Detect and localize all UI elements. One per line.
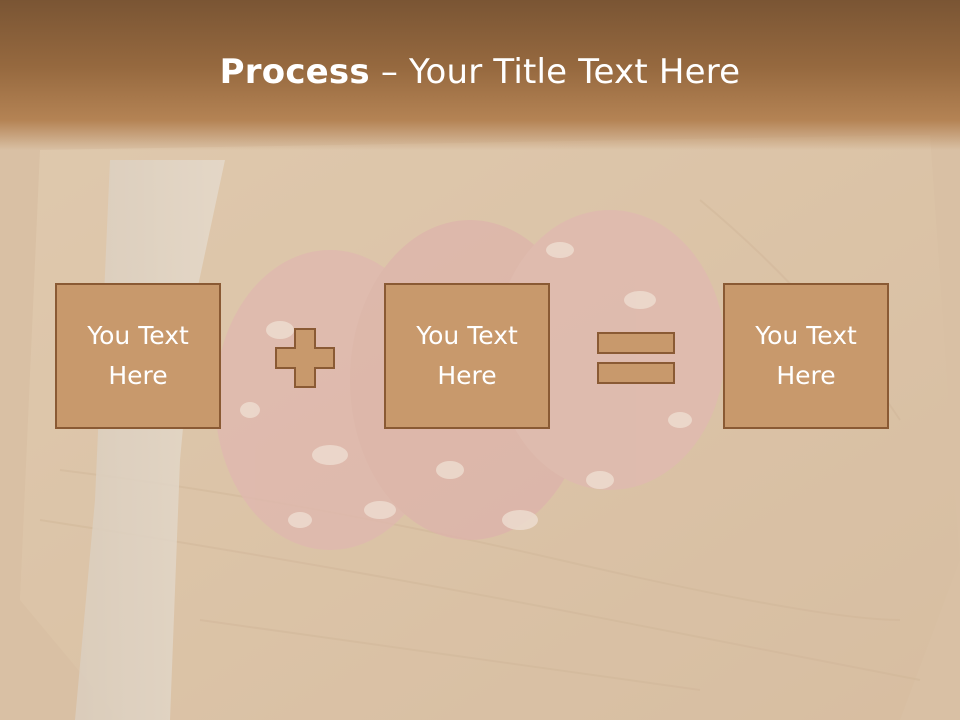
title-dash: – [369,52,410,92]
process-box-3[interactable]: You Text Here [723,283,889,429]
title-band [0,0,960,150]
plus-icon [275,328,335,388]
equals-icon [597,332,675,384]
process-box-1[interactable]: You Text Here [55,283,221,429]
title-bold: Process [219,52,370,92]
process-box-2[interactable]: You Text Here [384,283,550,429]
title-rest: Your Title Text Here [409,52,741,92]
slide-title: Process – Your Title Text Here [0,52,960,92]
